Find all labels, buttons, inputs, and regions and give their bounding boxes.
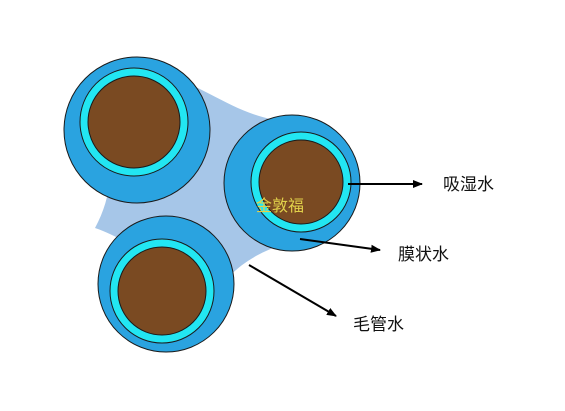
arrow-capillary — [248, 264, 337, 317]
label-film-water: 膜状水 — [398, 245, 449, 265]
soil-particle-bottom-left — [97, 215, 235, 353]
arrow-film — [299, 238, 381, 253]
soil-particle-core — [258, 139, 344, 225]
soil-particle-core — [87, 75, 181, 169]
soil-particle-core — [117, 246, 207, 336]
watermark-text: 金敦福 — [256, 196, 304, 215]
soil-particle-top-left — [63, 56, 211, 204]
soil-particle-right — [223, 114, 361, 252]
label-capillary-water: 毛管水 — [353, 315, 404, 335]
label-hygroscopic-water: 吸湿水 — [443, 175, 494, 195]
